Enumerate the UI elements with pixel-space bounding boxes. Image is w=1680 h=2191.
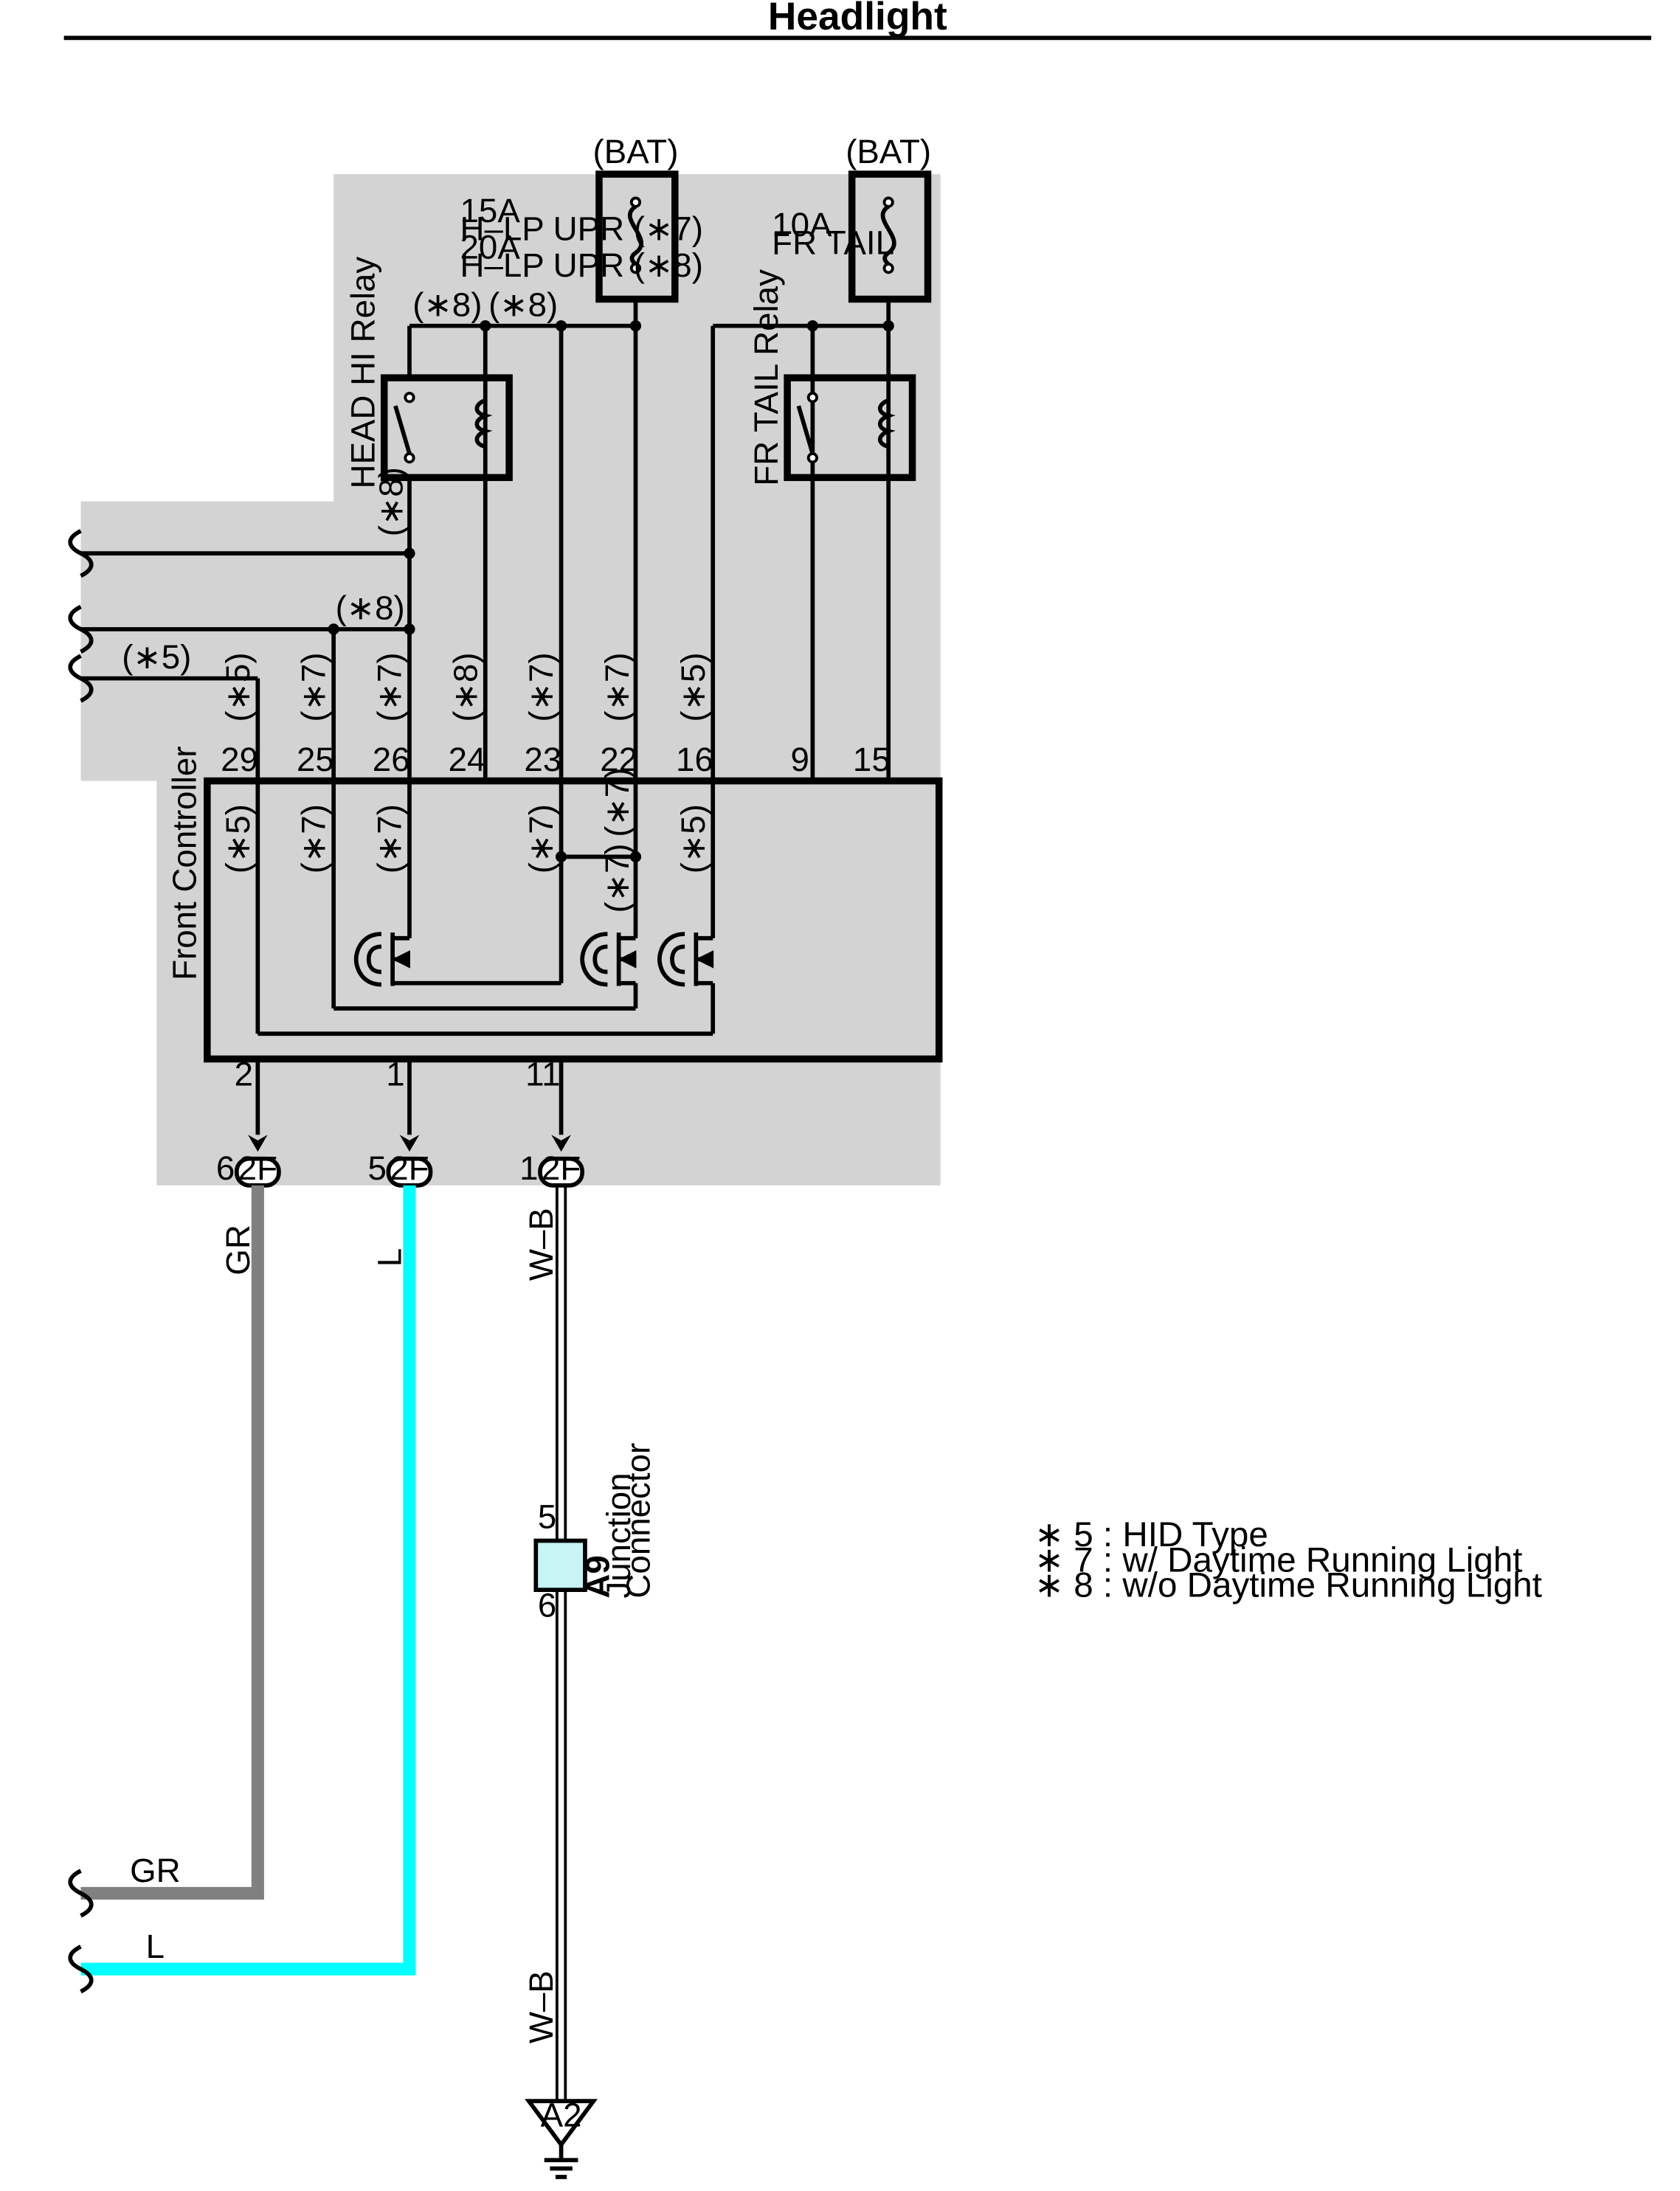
svg-text:(∗7): (∗7) — [295, 804, 333, 873]
wire-break-icon — [68, 654, 94, 703]
svg-text:11: 11 — [525, 1056, 560, 1093]
svg-text:(∗7): (∗7) — [522, 652, 560, 721]
svg-text:(∗8): (∗8) — [446, 652, 484, 721]
svg-text:1: 1 — [386, 1056, 404, 1093]
variant-mark: (∗8) — [336, 589, 405, 627]
front-controller-label: Front Controller — [166, 746, 204, 980]
svg-text:(∗5): (∗5) — [674, 652, 712, 721]
junction-connector-a9: 5 6 A9 Junction Connector — [533, 1443, 657, 1624]
svg-text:(∗5): (∗5) — [674, 804, 712, 873]
relay-coil-icon — [877, 398, 896, 449]
relay-switch-icon — [796, 405, 815, 454]
fuse-hlp-rating-2: 20A — [460, 228, 521, 266]
fr-tail-relay: FR TAIL Relay — [747, 269, 916, 486]
connector-2f-pin1: 1 2F — [519, 1149, 584, 1188]
svg-text:2F: 2F — [238, 1149, 277, 1187]
variant-mark: (∗8) — [372, 467, 409, 536]
fuse-hlp-rating-1: 15A — [460, 192, 521, 229]
svg-text:1: 1 — [519, 1149, 538, 1187]
legend-item: ∗ 7 : w/ Daytime Running Light — [1034, 1540, 1522, 1579]
connector-arrows — [248, 1135, 571, 1152]
fuse-tail-rating: 10A — [772, 206, 832, 243]
svg-text:(∗7): (∗7) — [598, 843, 636, 913]
svg-text:L: L — [146, 1928, 165, 1965]
svg-text:2F: 2F — [390, 1149, 429, 1187]
ground-a2: A2 — [525, 2096, 598, 2179]
svg-text:15: 15 — [853, 741, 891, 778]
svg-text:L: L — [371, 1248, 409, 1267]
svg-text:A9: A9 — [578, 1555, 616, 1598]
svg-text:(∗7): (∗7) — [371, 804, 409, 873]
fuse-hlp-name-2: H–LP UPR (∗8) — [460, 246, 703, 284]
svg-text:5: 5 — [367, 1149, 386, 1187]
svg-text:9: 9 — [791, 741, 809, 778]
wire-break-icon — [68, 1869, 94, 1918]
svg-text:(∗7): (∗7) — [598, 652, 636, 721]
component-zone — [80, 174, 941, 1186]
svg-text:(∗7): (∗7) — [598, 768, 636, 837]
svg-text:2: 2 — [235, 1056, 253, 1093]
svg-text:(∗5): (∗5) — [219, 652, 257, 721]
svg-text:24: 24 — [449, 741, 486, 778]
svg-text:23: 23 — [524, 741, 561, 778]
fuse-fr-tail: (BAT) 10A FR TAIL — [772, 133, 932, 303]
fuse-hlp-source: (BAT) — [593, 133, 679, 170]
front-controller: Front Controller (∗5) (∗7) (∗7) (∗7) (∗7… — [166, 746, 943, 1135]
wire-break-icon — [68, 529, 94, 578]
fuse-tail-name: FR TAIL — [772, 224, 894, 262]
fuse-icon — [880, 204, 896, 266]
variant-mark: (∗5) — [122, 638, 191, 676]
svg-text:6: 6 — [216, 1149, 235, 1187]
head-hi-relay: HEAD HI Relay — [344, 257, 513, 489]
transistor-icon — [580, 932, 637, 987]
svg-text:Connector: Connector — [620, 1443, 657, 1599]
legend-item: ∗ 5 : HID Type — [1034, 1515, 1268, 1554]
head-hi-relay-label: HEAD HI Relay — [344, 257, 381, 489]
svg-text:25: 25 — [297, 741, 334, 778]
variant-legend: ∗ 5 : HID Type ∗ 7 : w/ Daytime Running … — [1034, 1515, 1542, 1605]
transistor-icon — [353, 932, 410, 987]
svg-text:6: 6 — [538, 1586, 556, 1624]
svg-text:(∗7): (∗7) — [522, 804, 560, 873]
svg-text:Junction: Junction — [600, 1472, 637, 1598]
wire-break-icon — [68, 1945, 94, 1994]
svg-text:16: 16 — [676, 741, 713, 778]
controller-bottom-pins: 2 1 11 — [235, 1056, 561, 1093]
variant-mark: (∗8) — [488, 285, 558, 323]
variant-mark: (∗8) — [412, 285, 482, 323]
legend-item: ∗ 8 : w/o Daytime Running Light — [1034, 1566, 1542, 1605]
left-offpage-wires — [68, 477, 415, 781]
fuse-hlp-upr: (BAT) 15A H–LP UPR (∗7) 20A H–LP UPR (∗8… — [460, 133, 703, 303]
fuse-hlp-name-1: H–LP UPR (∗7) — [460, 210, 703, 248]
svg-text:W–B: W–B — [522, 1208, 560, 1281]
relay-switch-icon — [393, 405, 412, 454]
svg-text:A2: A2 — [541, 2096, 582, 2133]
wire-break-icon — [68, 604, 94, 654]
controller-top-pins: 29 25 26 24 23 22 16 9 15 — [221, 741, 891, 778]
svg-text:W–B: W–B — [522, 1970, 560, 2043]
wire-wb: W–B W–B — [522, 1185, 567, 2102]
svg-text:(∗5): (∗5) — [219, 804, 257, 873]
svg-text:(∗7): (∗7) — [295, 652, 333, 721]
svg-text:GR: GR — [219, 1225, 257, 1276]
fuse-icon — [628, 204, 643, 266]
svg-text:5: 5 — [538, 1498, 556, 1535]
connector-2f-pin5: 5 2F — [367, 1149, 433, 1188]
wire-gr: GR GR — [68, 1185, 264, 1918]
svg-text:(∗7): (∗7) — [371, 652, 409, 721]
relay-coil-icon — [474, 398, 493, 449]
fuse-tail-source: (BAT) — [846, 133, 931, 170]
svg-text:2F: 2F — [542, 1149, 581, 1187]
fr-tail-relay-label: FR TAIL Relay — [747, 269, 785, 486]
connector-2f-pin6: 6 2F — [216, 1149, 281, 1188]
svg-text:22: 22 — [600, 741, 637, 778]
page-title: Headlight — [768, 0, 947, 38]
pin-variant-marks: (∗5) (∗7) (∗7) (∗8) (∗7) (∗7) (∗5) — [219, 652, 712, 721]
svg-text:26: 26 — [373, 741, 410, 778]
svg-text:29: 29 — [221, 741, 258, 778]
transistor-icon — [657, 932, 714, 987]
wire-l: L L — [68, 1185, 416, 1994]
svg-text:GR: GR — [130, 1852, 181, 1889]
